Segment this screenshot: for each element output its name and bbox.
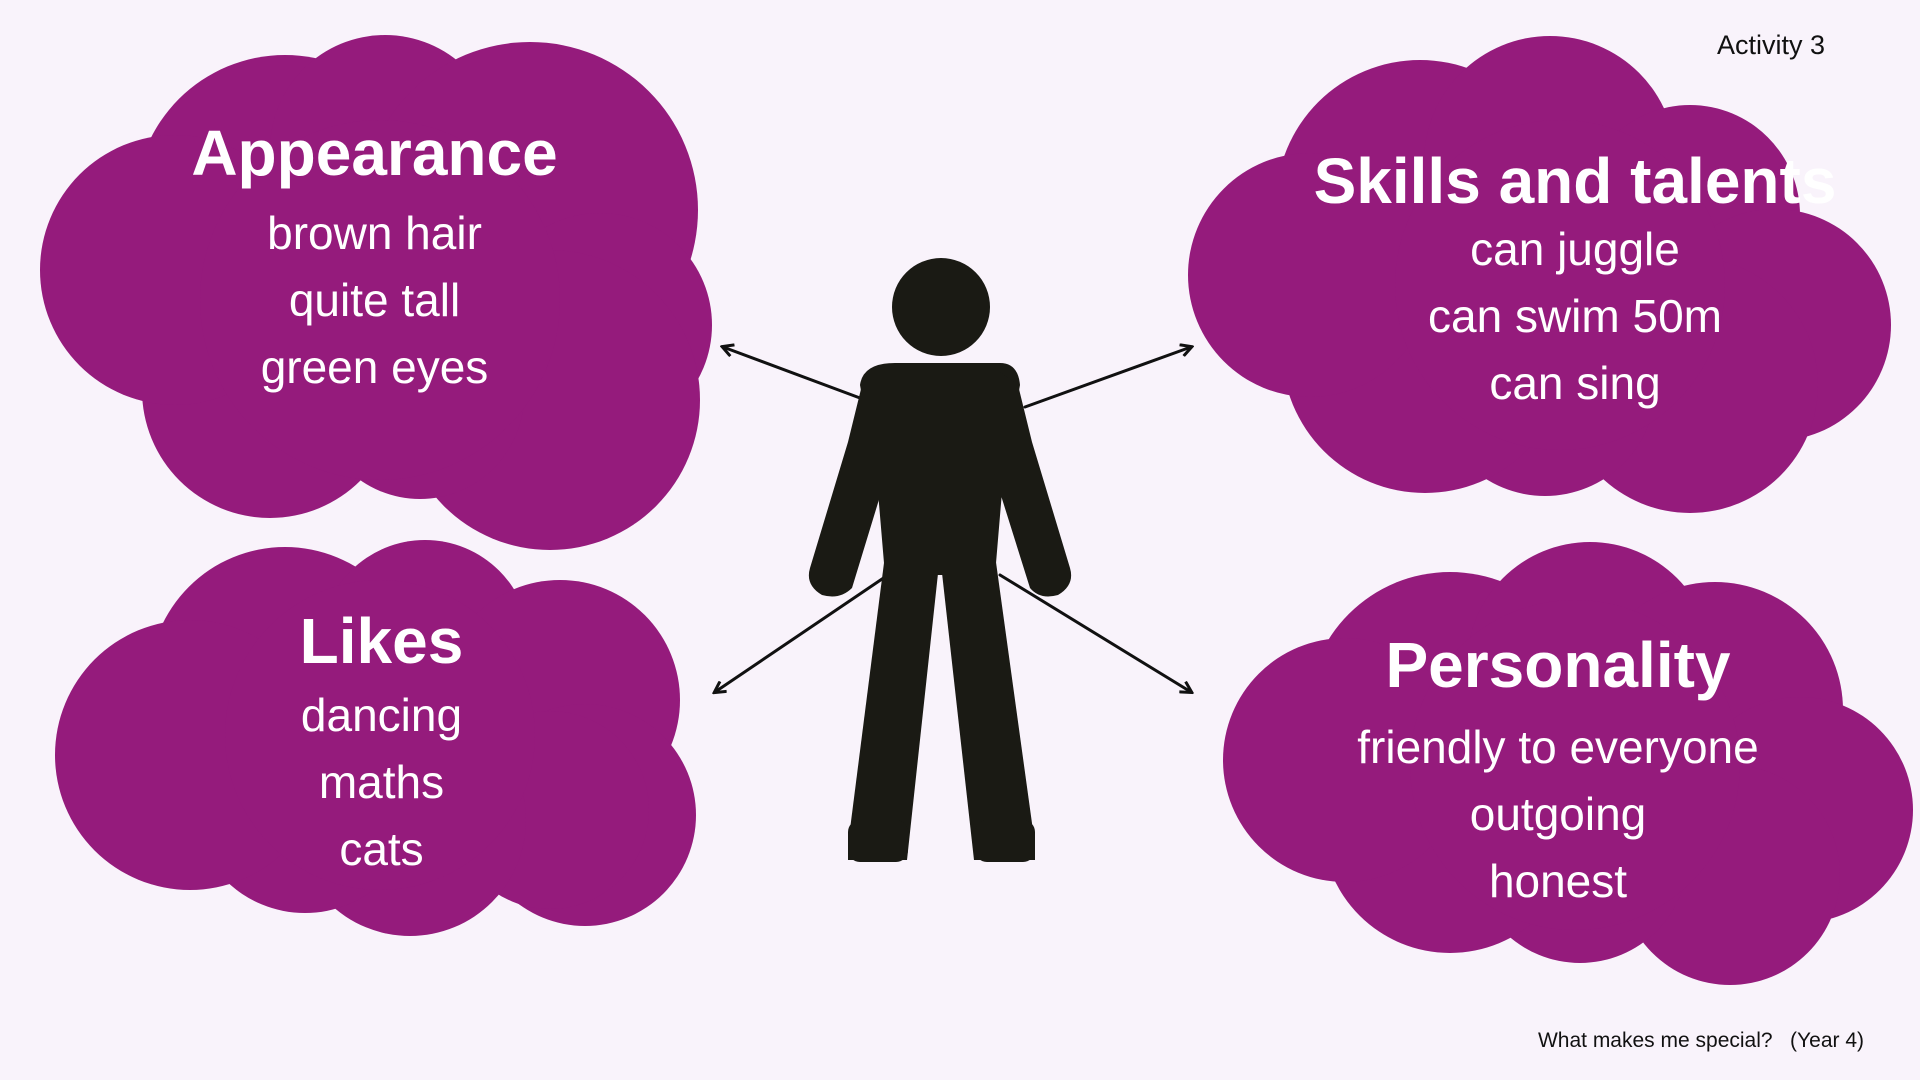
personality-items: friendly to everyone outgoing honest: [1322, 714, 1794, 915]
cloud-appearance: [40, 35, 712, 550]
activity-label: Activity 3: [1716, 30, 1825, 60]
person-figure-icon: [808, 258, 1072, 862]
skills-item: can juggle: [1470, 223, 1680, 276]
appearance-items: brown hair quite tall green eyes: [187, 200, 562, 401]
likes-item: dancing: [300, 689, 463, 742]
connector-arrows: [715, 347, 1191, 692]
appearance-title: Appearance: [191, 117, 558, 189]
likes-item: maths: [318, 756, 445, 809]
skills-item: can sing: [1489, 357, 1661, 410]
likes-items: dancing maths cats: [253, 682, 510, 883]
skills-text: Skills and talents can juggle can swim 5…: [1300, 146, 1850, 417]
skills-title: Skills and talents: [1313, 145, 1837, 217]
likes-title: Likes: [299, 605, 464, 677]
arrow-to-appearance: [723, 347, 862, 400]
appearance-item: quite tall: [288, 274, 461, 327]
personality-item: honest: [1488, 855, 1628, 908]
personality-item: outgoing: [1469, 788, 1647, 841]
personality-title: Personality: [1385, 629, 1731, 701]
likes-item: cats: [339, 823, 424, 876]
skills-items: can juggle can swim 50m can sing: [1300, 216, 1850, 417]
appearance-text: Appearance brown hair quite tall green e…: [187, 118, 562, 401]
cloud-likes: [55, 540, 696, 936]
personality-item: friendly to everyone: [1357, 721, 1759, 774]
likes-text: Likes dancing maths cats: [253, 606, 510, 883]
arrow-to-skills: [1023, 347, 1191, 409]
cloud-personality: [1223, 542, 1913, 985]
personality-text: Personality friendly to everyone outgoin…: [1322, 630, 1794, 915]
arrow-to-personality: [998, 573, 1191, 692]
lesson-footer-label: What makes me special? (Year 4): [1537, 1029, 1864, 1052]
appearance-item: green eyes: [260, 341, 489, 394]
cloud-skills-and-talents: [1188, 36, 1891, 513]
arrow-to-likes: [715, 575, 887, 692]
skills-item: can swim 50m: [1428, 290, 1722, 343]
appearance-item: brown hair: [267, 207, 482, 260]
